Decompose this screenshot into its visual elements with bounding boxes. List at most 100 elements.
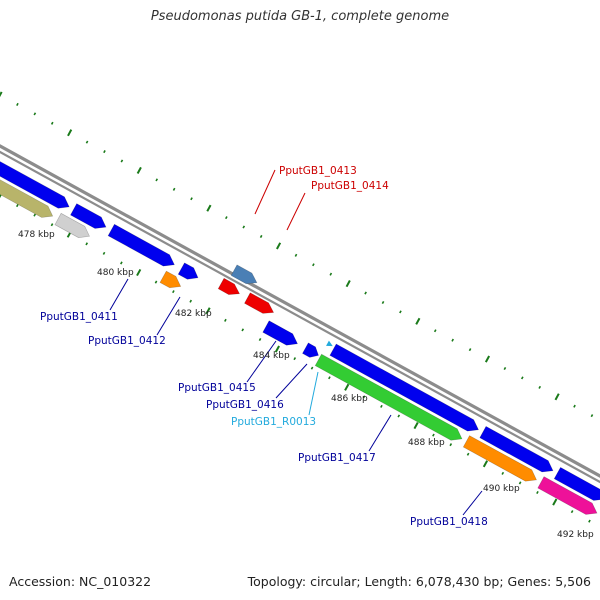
outer-scale-tick (468, 348, 472, 352)
leader-0411 (109, 278, 129, 311)
outer-scale-tick (329, 272, 333, 276)
gene-green-0417 (314, 353, 463, 441)
outer-scale-tick (520, 376, 524, 380)
gene-blue-0412a (107, 223, 175, 267)
gene-blue-0412b (177, 262, 199, 280)
outer-scale-tick (190, 197, 193, 201)
gene-grey-0411b (54, 212, 90, 239)
genome-backbone (0, 144, 600, 484)
leader-0417 (368, 414, 392, 452)
gene-label-0414[interactable]: PputGB1_0414 (311, 180, 389, 192)
outer-scale-tick (451, 338, 454, 342)
outer-scale-tick (225, 216, 228, 220)
genome-summary-text: Topology: circular; Length: 6,078,430 bp… (247, 574, 591, 589)
gene-label-0412[interactable]: PputGB1_0412 (88, 335, 166, 347)
gene-blue-0418a (479, 425, 554, 473)
gene-label-0417[interactable]: PputGB1_0417 (298, 452, 376, 464)
inner-scale-tick (172, 290, 175, 294)
gene-cyan-R0013 (326, 340, 333, 347)
outer-scale-tick (538, 385, 542, 389)
inner-scale-tick (449, 443, 453, 447)
gene-red-0414 (244, 292, 275, 314)
outer-scale-tick (136, 166, 142, 174)
inner-scale-tick (518, 481, 522, 485)
gene-steel-0413 (230, 264, 258, 285)
outer-scale-tick (276, 242, 282, 250)
kbp-label-480: 480 kbp (97, 268, 134, 278)
outer-scale-tick (33, 112, 37, 116)
outer-scale-tick (484, 355, 491, 363)
outer-scale-tick (294, 253, 298, 257)
gene-magenta-0419 (537, 476, 598, 515)
outer-scale-tick (415, 317, 421, 325)
outer-scale-tick (85, 140, 89, 144)
inner-scale-tick (85, 242, 89, 246)
inner-scale-tick (136, 268, 142, 277)
inner-scale-tick (224, 318, 227, 322)
gene-blue-0415 (262, 320, 298, 346)
inner-scale-tick (120, 261, 123, 265)
gene-label-0415[interactable]: PputGB1_0415 (178, 382, 256, 394)
scale-ticks (0, 91, 594, 523)
inner-scale-tick (310, 366, 314, 370)
inner-scale-tick (501, 471, 505, 475)
outer-scale-tick (364, 291, 367, 295)
kbp-label-492: 492 kbp (557, 530, 594, 540)
inner-scale-tick (413, 421, 419, 430)
kbp-label-488: 488 kbp (408, 438, 445, 448)
outer-scale-tick (259, 234, 263, 238)
inner-scale-tick (588, 519, 591, 523)
accession-text: Accession: NC_010322 (9, 574, 152, 589)
inner-scale-tick (328, 376, 331, 380)
inner-scale-tick (293, 357, 297, 361)
leader-0415 (246, 340, 277, 383)
gene-features (0, 161, 600, 515)
gene-blue-0419 (553, 466, 600, 501)
outer-scale-tick (381, 300, 385, 304)
gene-label-0413[interactable]: PputGB1_0413 (279, 165, 357, 177)
leader-0416 (275, 363, 308, 399)
gene-orange-0418 (462, 435, 537, 482)
backbone-line-inner (0, 150, 600, 484)
gene-label-0416[interactable]: PputGB1_0416 (206, 399, 284, 411)
outer-scale-tick (573, 404, 576, 408)
gene-orange-0412 (159, 270, 182, 289)
inner-scale-tick (536, 490, 539, 495)
outer-scale-tick (172, 187, 176, 191)
gene-label-0411[interactable]: PputGB1_0411 (40, 311, 118, 323)
gene-blue-0417a (329, 343, 479, 432)
inner-scale-tick (102, 251, 106, 255)
outer-scale-tick (345, 280, 351, 288)
inner-scale-tick (16, 204, 19, 208)
backbone-line-outer (0, 144, 600, 478)
inner-scale-tick (33, 213, 37, 217)
inner-scale-tick (380, 404, 383, 408)
inner-scale-tick (154, 280, 158, 284)
inner-scale-tick (258, 337, 262, 341)
outer-scale-tick (103, 150, 106, 154)
outer-scale-tick (67, 129, 73, 137)
outer-scale-tick (242, 225, 246, 229)
gene-blue-0416 (302, 342, 319, 358)
kbp-label-484: 484 kbp (253, 351, 290, 361)
kbp-label-486: 486 kbp (331, 394, 368, 404)
outer-scale-tick (16, 102, 19, 106)
gene-label-R0013[interactable]: PputGB1_R0013 (231, 416, 316, 428)
leader-0413 (254, 169, 276, 215)
inner-scale-tick (466, 452, 470, 456)
inner-scale-tick (397, 414, 401, 418)
gene-blue-0410 (0, 161, 70, 209)
outer-scale-tick (433, 329, 437, 333)
inner-scale-tick (570, 510, 574, 514)
outer-scale-tick (0, 91, 3, 98)
outer-scale-tick (50, 121, 54, 125)
label-leader-lines (109, 169, 483, 516)
gene-label-0418[interactable]: PputGB1_0418 (410, 516, 488, 528)
inner-scale-tick (205, 307, 211, 315)
inner-scale-tick (50, 223, 54, 227)
leader-R0013 (308, 371, 319, 416)
genome-title: Pseudomonas putida GB-1, complete genome (150, 9, 450, 24)
kbp-label-490: 490 kbp (483, 484, 520, 494)
